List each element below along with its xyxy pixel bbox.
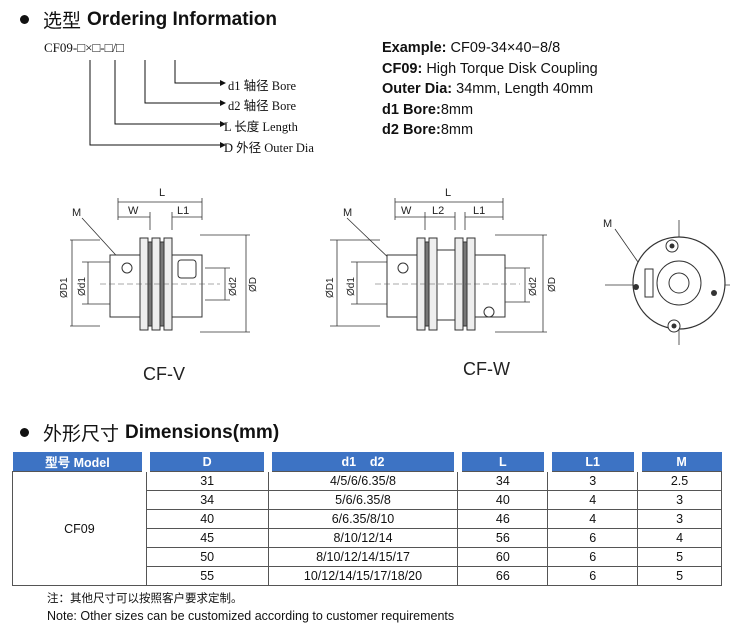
example-block: Example: CF09-34×40−8/8 CF09: High Torqu… xyxy=(382,38,598,141)
cfv-d2-label: Ød2 xyxy=(228,277,239,296)
d1-bore-value: 8mm xyxy=(440,101,474,118)
cell-bore: 4/5/6/6.35/8 xyxy=(267,471,459,491)
cfv-L1-label: L1 xyxy=(177,205,189,217)
d2-bore-label: d2 Bore: xyxy=(382,122,441,138)
table-row: 34 5/6/6.35/8 40 4 3 xyxy=(13,490,722,510)
legend-d2: d2 轴径 Bore xyxy=(228,99,297,113)
d2-bore-value: 8mm xyxy=(440,122,474,138)
header-D: D xyxy=(142,452,273,472)
end-view-drawing: M xyxy=(603,218,730,345)
cell-L: 34 xyxy=(457,471,549,491)
order-code-leader-lines xyxy=(89,60,226,148)
end-view-M-label: M xyxy=(603,218,612,230)
cfw-W-label: W xyxy=(401,205,412,217)
cfv-D1-label: ØD1 xyxy=(60,277,70,298)
cfw-title: CF-W xyxy=(463,359,510,379)
order-code: CF09-□×□-□/□ xyxy=(44,40,124,55)
model-value: High Torque Disk Coupling xyxy=(426,60,598,77)
cell-bore: 8/10/12/14/15/17 xyxy=(267,547,459,567)
example-label: Example: xyxy=(382,40,447,56)
cell-M: 4 xyxy=(637,528,722,548)
cell-M: 5 xyxy=(637,566,722,586)
cell-L: 60 xyxy=(457,547,549,567)
header-L1: L1 xyxy=(543,452,642,472)
cell-L: 46 xyxy=(457,509,549,529)
cell-L1: 6 xyxy=(547,566,639,586)
cell-D: 34 xyxy=(145,490,269,510)
cfv-d1-label: Ød1 xyxy=(77,277,88,296)
table-row: CF09 31 4/5/6/6.35/8 34 3 2.5 xyxy=(12,471,722,586)
cell-D: 40 xyxy=(145,509,269,529)
table-row: 55 10/12/14/15/17/18/20 66 6 5 xyxy=(13,566,722,586)
model-cell: CF09 xyxy=(12,471,147,586)
cfv-L-label: L xyxy=(159,187,165,199)
cell-M: 2.5 xyxy=(637,471,722,491)
cell-D: 45 xyxy=(145,528,269,548)
cfv-M-label: M xyxy=(72,207,81,219)
cfw-L-label: L xyxy=(445,187,451,199)
cfv-drawing: L W L1 M ØD1 Ød1 Ød2 ØD xyxy=(60,187,259,333)
dimensions-heading-cn: 外形尺寸 xyxy=(43,423,120,445)
legend-d1: d1 轴径 Bore xyxy=(228,79,297,93)
cell-bore: 10/12/14/15/17/18/20 xyxy=(267,566,459,586)
dimensions-heading: 外形尺寸 Dimensions(mm) xyxy=(20,419,279,446)
cell-D: 55 xyxy=(145,566,269,586)
cell-D: 50 xyxy=(145,547,269,567)
outer-dia-label: Outer Dia: xyxy=(382,81,453,97)
cfw-M-label: M xyxy=(343,207,352,219)
header-model: 型号 Model xyxy=(12,452,151,472)
cell-L1: 3 xyxy=(547,471,639,491)
header-L: L xyxy=(453,452,552,472)
cell-M: 3 xyxy=(637,509,722,529)
example-value: CF09-34×40−8/8 xyxy=(450,40,561,56)
cfw-d2-label: Ød2 xyxy=(528,277,539,296)
ordering-heading-en: Ordering Information xyxy=(87,8,278,30)
cfw-L2-label: L2 xyxy=(432,205,444,217)
header-M: M xyxy=(633,452,722,472)
bullet-icon xyxy=(20,15,29,24)
dimensions-heading-en: Dimensions(mm) xyxy=(125,421,280,443)
cell-M: 3 xyxy=(637,490,722,510)
bullet-icon xyxy=(20,428,29,437)
legend-length: L 长度 Length xyxy=(224,120,298,134)
cell-bore: 6/6.35/8/10 xyxy=(267,509,459,529)
cfw-L1-label: L1 xyxy=(473,205,485,217)
cell-L1: 4 xyxy=(547,509,639,529)
cell-L: 66 xyxy=(457,566,549,586)
d1-bore-label: d1 Bore: xyxy=(382,101,441,118)
cfw-d1-label: Ød1 xyxy=(346,277,357,296)
cfw-D1-label: ØD1 xyxy=(325,277,336,298)
cell-L1: 6 xyxy=(547,528,639,548)
table-header-row: 型号 Model D d1 d2 L L1 M xyxy=(12,452,722,472)
cfv-W-label: W xyxy=(128,205,139,217)
header-bore: d1 d2 xyxy=(264,452,462,472)
ordering-heading: 选型 Ordering Information xyxy=(20,6,277,33)
note-en: Note: Other sizes can be customized acco… xyxy=(47,609,455,623)
ordering-heading-cn: 选型 xyxy=(43,10,82,32)
cell-L: 56 xyxy=(457,528,549,548)
cell-M: 5 xyxy=(637,547,722,567)
cell-L1: 6 xyxy=(547,547,639,567)
cfv-title: CF-V xyxy=(143,364,185,384)
cfv-D-label: ØD xyxy=(248,277,259,292)
cell-D: 31 xyxy=(145,471,269,491)
outer-dia-value: 34mm, Length 40mm xyxy=(456,81,594,97)
model-label: CF09: xyxy=(382,60,423,77)
dimensions-table: 型号 Model D d1 d2 L L1 M CF09 31 4/5/6/6.… xyxy=(12,452,722,586)
legend-outer-dia: D 外径 Outer Dia xyxy=(224,141,314,155)
cell-bore: 5/6/6.35/8 xyxy=(267,490,459,510)
cell-L: 40 xyxy=(457,490,549,510)
note-cn: 注：其他尺寸可以按照客户要求定制。 xyxy=(47,591,243,605)
cell-bore: 8/10/12/14 xyxy=(267,528,459,548)
cfw-drawing: L W L2 L1 M ØD1 Ød1 Ød2 ØD xyxy=(325,187,558,333)
cfw-D-label: ØD xyxy=(547,277,558,292)
cell-L1: 4 xyxy=(547,490,639,510)
